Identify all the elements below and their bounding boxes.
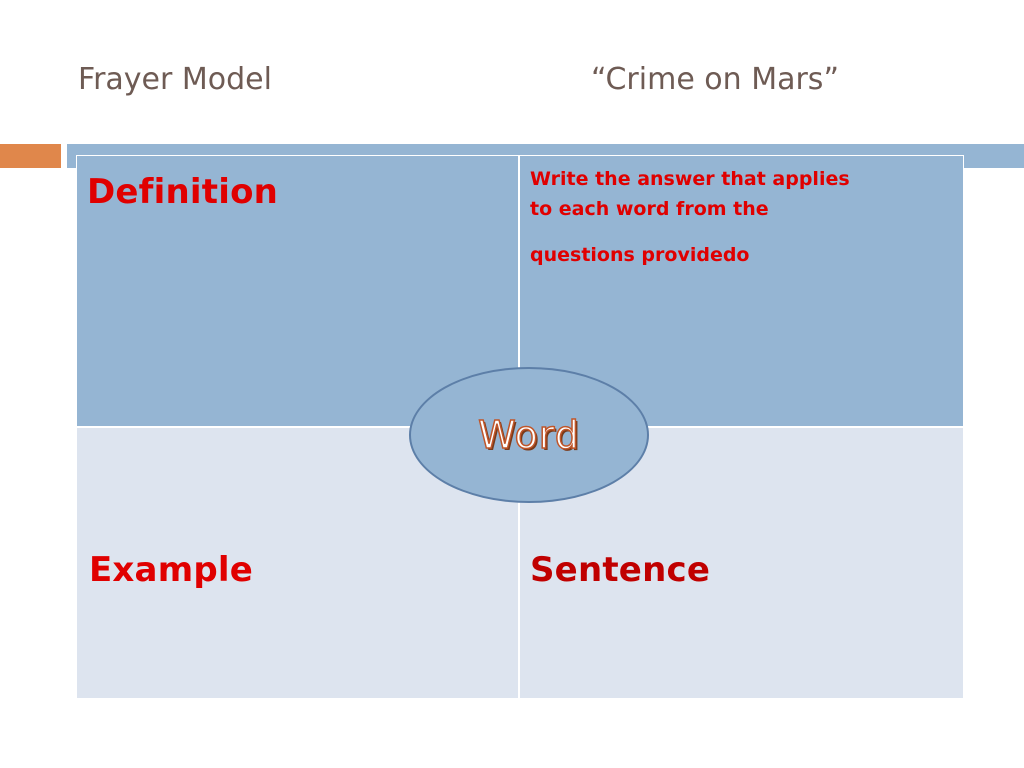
instructions-line-1: Write the answer that applies <box>530 168 850 190</box>
instructions-line-3: questions providedo <box>530 244 750 266</box>
center-word-label: Word <box>477 412 580 458</box>
definition-label: Definition <box>87 172 279 212</box>
center-word-oval: Word <box>409 367 649 503</box>
instructions-text: Write the answer that applies to each wo… <box>530 168 950 266</box>
slide-title: Frayer Model <box>78 62 272 97</box>
example-label: Example <box>89 550 253 590</box>
slide-subtitle: “Crime on Mars” <box>591 62 839 97</box>
definition-quadrant: Definition <box>76 155 519 427</box>
instructions-line-2: to each word from the <box>530 198 769 220</box>
sentence-label: Sentence <box>530 550 711 590</box>
accent-bar-orange <box>0 144 61 168</box>
